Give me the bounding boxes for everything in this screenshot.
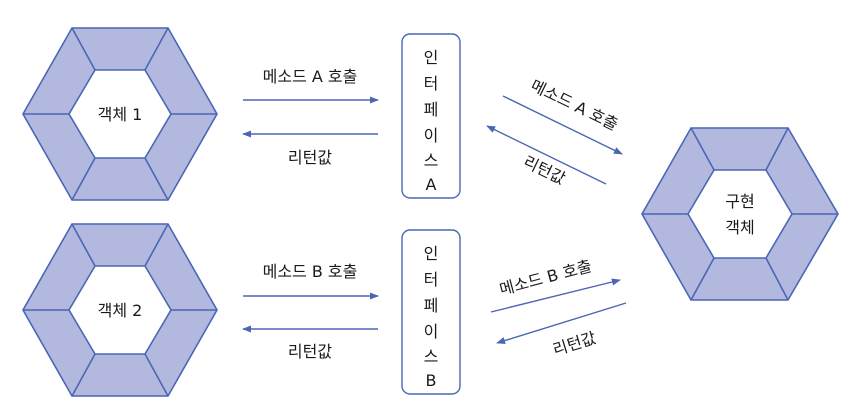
interface-a-box: 인 터 페 이 스 A (401, 33, 461, 199)
impl-label-line-2: 객체 (725, 218, 754, 237)
return-b-label: 리턴값 (288, 342, 332, 361)
object-2-label: 객체 2 (98, 301, 143, 320)
interface-b-char: 스 (424, 347, 439, 366)
impl-return-a-label: 리턴값 (520, 152, 568, 189)
impl-return-a-arrow (486, 125, 607, 185)
interface-b-char: 이 (424, 322, 439, 341)
interface-a-char: 인 (424, 48, 439, 67)
interface-a-char: A (426, 175, 437, 194)
call-b-label: 메소드 B 호출 (263, 262, 358, 281)
impl-object-hexagon: 구현 객체 (641, 127, 839, 301)
impl-return-b-arrow (496, 302, 627, 345)
interface-b-char: 인 (424, 244, 439, 263)
impl-call-a-label: 메소드 A 호출 (528, 76, 621, 135)
impl-call-b-arrow (490, 278, 621, 313)
call-a-label: 메소드 A 호출 (263, 67, 358, 86)
impl-label-line-1: 구현 (725, 192, 754, 211)
object-2-hexagon: 객체 2 (22, 223, 218, 397)
interface-b-box: 인 터 페 이 스 B (401, 229, 461, 395)
object-1-label: 객체 1 (98, 105, 143, 124)
impl-call-a-arrow (502, 95, 623, 155)
impl-return-b-label: 리턴값 (550, 328, 598, 359)
return-a-label: 리턴값 (288, 148, 332, 167)
interface-a-char: 터 (424, 74, 439, 93)
interface-a-char: 페 (424, 100, 439, 119)
interface-a-char: 이 (424, 126, 439, 145)
interface-b-char: 페 (424, 296, 439, 315)
interface-a-char: 스 (424, 151, 439, 170)
object-1-hexagon: 객체 1 (22, 27, 218, 201)
interface-b-char: B (426, 371, 437, 390)
interface-b-char: 터 (424, 270, 439, 289)
impl-call-b-label: 메소드 B 호출 (497, 256, 593, 299)
